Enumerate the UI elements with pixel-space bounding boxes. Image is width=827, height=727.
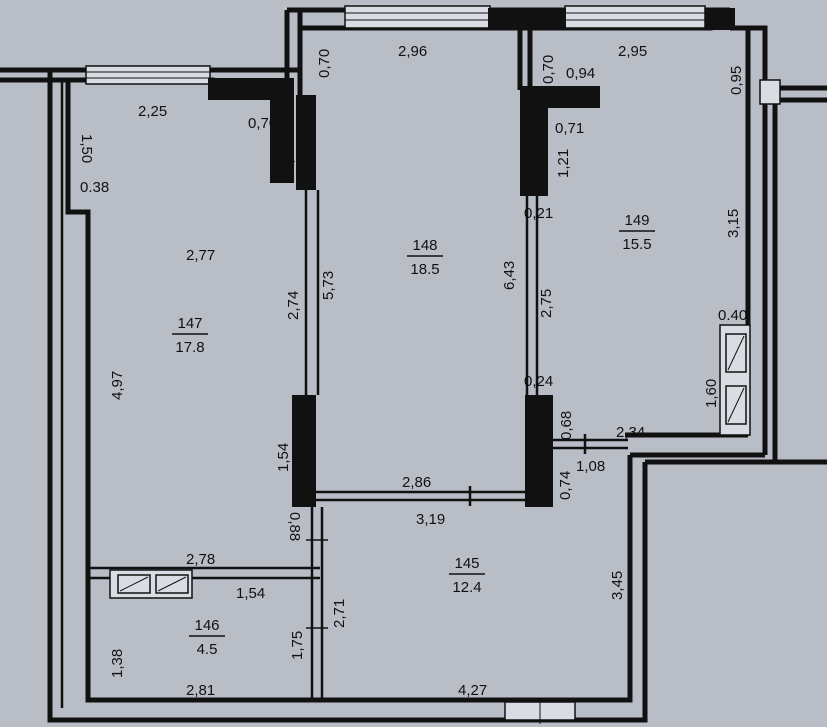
dim-label: 2,95 xyxy=(618,43,647,60)
dim-label: 0,71 xyxy=(555,120,584,137)
room-149-number: 149 xyxy=(624,212,649,229)
room-149-area: 15.5 xyxy=(622,236,651,253)
dim-label: 3,45 xyxy=(609,571,626,600)
dim-label: 1,75 xyxy=(289,631,306,660)
ducts xyxy=(109,324,751,599)
dim-label: 0,70 xyxy=(540,55,557,84)
dim-label: 1,60 xyxy=(703,379,720,408)
dim-label: 1,08 xyxy=(576,458,605,475)
dim-label: 2,96 xyxy=(398,43,427,60)
dim-label: 2,86 xyxy=(402,474,431,491)
room-145-area: 12.4 xyxy=(452,579,481,596)
room-labels: 147 17.8 148 18.5 149 15.5 145 12.4 146 … xyxy=(172,212,655,658)
room-146-area: 4.5 xyxy=(197,641,218,658)
dim-label: 2,34 xyxy=(616,424,645,441)
window-right-stub xyxy=(759,79,781,105)
dim-label: 0,94 xyxy=(566,65,595,82)
dim-label: 2,77 xyxy=(186,247,215,264)
pillars xyxy=(208,8,735,183)
room-147-area: 17.8 xyxy=(175,339,204,356)
room-147-number: 147 xyxy=(177,315,202,332)
dim-label: 2,81 xyxy=(186,682,215,699)
dim-label: 1,54 xyxy=(275,443,292,472)
dim-label: 2,74 xyxy=(285,291,302,320)
dim-label: 3,15 xyxy=(725,209,742,238)
dim-label: 0,88 xyxy=(286,512,303,541)
outer-walls xyxy=(0,7,827,723)
dim-label: 0,74 xyxy=(557,471,574,500)
dim-label: 0,68 xyxy=(558,411,575,440)
interior-walls xyxy=(88,28,628,700)
dim-label: 1,50 xyxy=(78,134,95,163)
dim-label: 5,73 xyxy=(320,271,337,300)
window-148 xyxy=(344,5,491,29)
window-149 xyxy=(564,5,706,29)
dim-label: 1,20 xyxy=(280,143,297,172)
dim-label: 4,27 xyxy=(458,682,487,699)
room-148-number: 148 xyxy=(412,237,437,254)
dim-label: 0,24 xyxy=(524,373,553,390)
dim-label: 0,70 xyxy=(316,49,333,78)
windows xyxy=(85,5,781,724)
dim-label: 0.40 xyxy=(718,307,747,324)
dimension-labels: 2,96 0,70 0,70 0,94 2,95 0,95 2,25 0,70 … xyxy=(78,43,747,699)
room-146-number: 146 xyxy=(194,617,219,634)
dim-label: 1,54 xyxy=(236,585,265,602)
dim-label: 4,97 xyxy=(109,371,126,400)
dim-label: 0.38 xyxy=(80,179,109,196)
window-147 xyxy=(85,65,211,85)
dim-label: 6,43 xyxy=(501,261,518,290)
room-145-number: 145 xyxy=(454,555,479,572)
dim-label: 1,21 xyxy=(555,149,572,178)
dim-label: 2,75 xyxy=(538,289,555,318)
dim-label: 2,25 xyxy=(138,103,167,120)
dim-label: 0,70 xyxy=(248,115,277,132)
dim-label: 0,95 xyxy=(728,66,745,95)
dim-label: 3,19 xyxy=(416,511,445,528)
dim-label: 0,21 xyxy=(524,205,553,222)
dim-label: 1,38 xyxy=(109,649,126,678)
room-148-area: 18.5 xyxy=(410,261,439,278)
dim-label: 2,78 xyxy=(186,551,215,568)
dim-label: 2,71 xyxy=(331,599,348,628)
